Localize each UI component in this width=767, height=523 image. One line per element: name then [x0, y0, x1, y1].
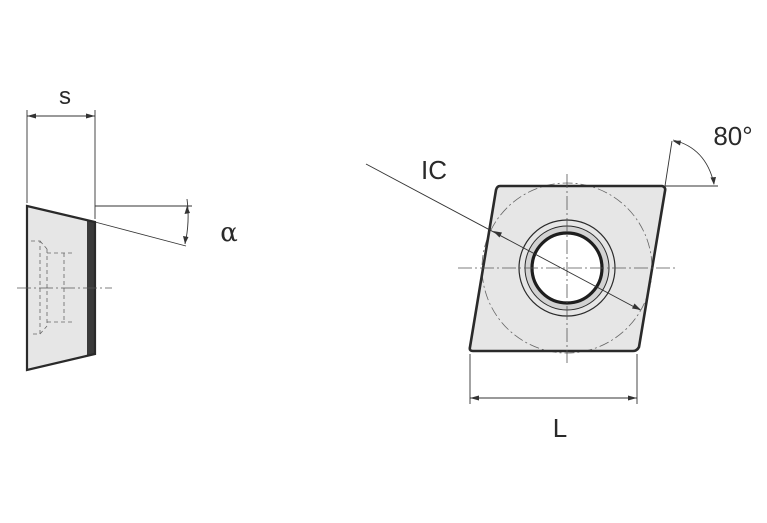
- corner-angle-arc: [672, 139, 715, 185]
- alpha-clearance-line: [94, 221, 187, 247]
- ic-arrow-left: [493, 231, 502, 238]
- side-view-hole-chamfer-top: [39, 240, 48, 250]
- corner-angle-edge-extension: [664, 140, 673, 187]
- clearance-angle-label: α: [220, 218, 238, 248]
- length-label: L: [553, 413, 567, 443]
- s-arrow-right: [86, 113, 95, 119]
- thickness-label: s: [59, 83, 71, 110]
- l-arrow-left: [470, 395, 479, 401]
- side-view-hole-hidden: [31, 240, 41, 335]
- corner-angle-arrow-bottom: [710, 177, 716, 185]
- alpha-arrow-bottom: [183, 236, 189, 244]
- corner-angle-arrow-top: [673, 140, 681, 146]
- inscribed-circle-label: IC: [421, 155, 447, 185]
- side-view: s α: [17, 83, 238, 372]
- top-view: IC 80° L: [365, 121, 753, 443]
- side-view-outline: [25, 204, 97, 372]
- l-arrow-right: [628, 395, 637, 401]
- side-view-hole-chamfer-bottom: [39, 325, 48, 335]
- top-view-outline: [468, 184, 667, 353]
- ic-arrow-right: [632, 303, 641, 310]
- alpha-arrow-top: [184, 206, 190, 214]
- corner-angle-label: 80°: [713, 121, 752, 151]
- ic-leader-line: [365, 163, 641, 311]
- s-arrow-left: [27, 113, 36, 119]
